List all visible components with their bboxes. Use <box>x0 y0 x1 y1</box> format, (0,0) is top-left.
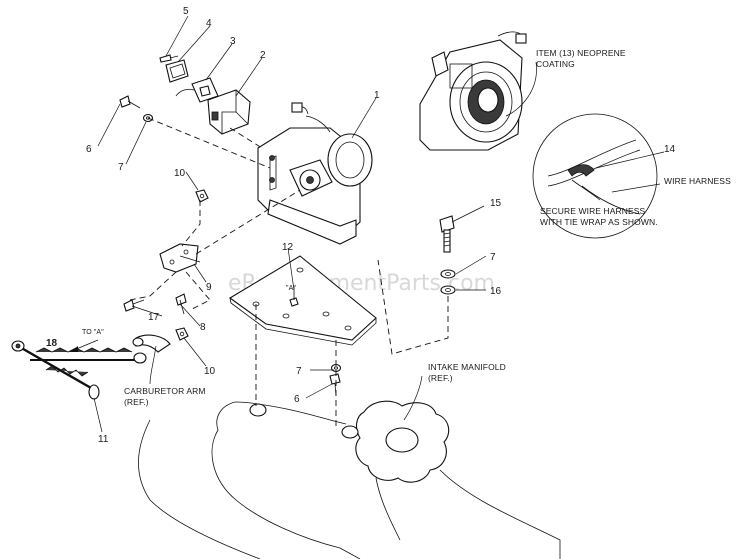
callout-7-lower: 7 <box>296 366 302 377</box>
governor-motor-1 <box>257 102 373 245</box>
callout-6-lower: 6 <box>294 394 300 405</box>
bracket-9 <box>159 243 201 273</box>
callout-18: 18 <box>46 338 58 349</box>
callout-9: 9 <box>206 282 212 293</box>
callout-1: 1 <box>374 90 380 101</box>
screw-5 <box>159 54 179 63</box>
callout-4: 4 <box>206 18 212 29</box>
detail-view-motor <box>419 31 527 151</box>
dash-line-17 <box>129 271 177 301</box>
dash-line-upper <box>147 117 271 169</box>
engine-outline <box>138 401 361 559</box>
module-2 <box>207 89 251 135</box>
nut-10-upper <box>195 189 209 203</box>
label-a-mark: "A" <box>286 285 296 292</box>
label-intake-line1: INTAKE MANIFOLD <box>428 362 506 372</box>
callout-2: 2 <box>260 50 266 61</box>
callout-8: 8 <box>200 322 206 333</box>
dash-line-8 <box>185 271 211 311</box>
callout-6-upper: 6 <box>86 144 92 155</box>
callout-11: 11 <box>98 434 109 445</box>
callout-10-lower: 10 <box>204 366 216 377</box>
washer-7-right <box>440 269 456 279</box>
label-wire-harness: WIRE HARNESS <box>664 176 731 186</box>
label-carb-line1: CARBURETOR ARM <box>124 386 206 396</box>
label-intake-line2: (REF.) <box>428 373 453 383</box>
linkage-rod-11 <box>11 340 147 400</box>
label-carb-line2: (REF.) <box>124 397 149 407</box>
screw-6-lower <box>329 373 341 397</box>
nut-10-lower <box>175 327 189 341</box>
leader-lines <box>93 15 665 433</box>
label-item13-line2: COATING <box>536 59 575 69</box>
callout-16: 16 <box>490 286 502 297</box>
screw-17 <box>123 299 145 312</box>
label-item13-line1: ITEM (13) NEOPRENE <box>536 48 626 58</box>
callout-14: 14 <box>664 144 676 155</box>
callout-5: 5 <box>183 6 189 17</box>
detail-wire-harness <box>547 139 641 215</box>
lockwasher-16 <box>440 285 456 295</box>
label-secure-line1: SECURE WIRE HARNESS <box>540 206 646 216</box>
dash-line-bolt <box>377 259 449 355</box>
callout-10-upper: 10 <box>174 168 186 179</box>
callout-3: 3 <box>230 36 236 47</box>
callout-12: 12 <box>282 242 294 253</box>
mounting-plate-12 <box>229 255 377 346</box>
bolt-15 <box>439 215 455 253</box>
callout-15: 15 <box>490 198 502 209</box>
detail-circle <box>532 113 658 239</box>
label-secure-line2: WITH TIE WRAP AS SHOWN. <box>540 217 658 227</box>
label-to-a: TO "A" <box>82 329 104 336</box>
callout-17: 17 <box>148 312 160 323</box>
callout-7-right: 7 <box>490 252 496 263</box>
screw-6-upper <box>119 95 141 109</box>
carburetor-arm-link <box>132 334 171 353</box>
dash-line-module <box>229 127 263 149</box>
gasket-4 <box>165 59 189 83</box>
intake-manifold <box>355 400 561 559</box>
screw-8 <box>175 293 187 315</box>
dash-line-10 <box>181 200 201 247</box>
dash-line-shaft <box>195 189 301 255</box>
callout-7-upper: 7 <box>118 162 124 173</box>
to-a-arrow <box>70 339 99 352</box>
